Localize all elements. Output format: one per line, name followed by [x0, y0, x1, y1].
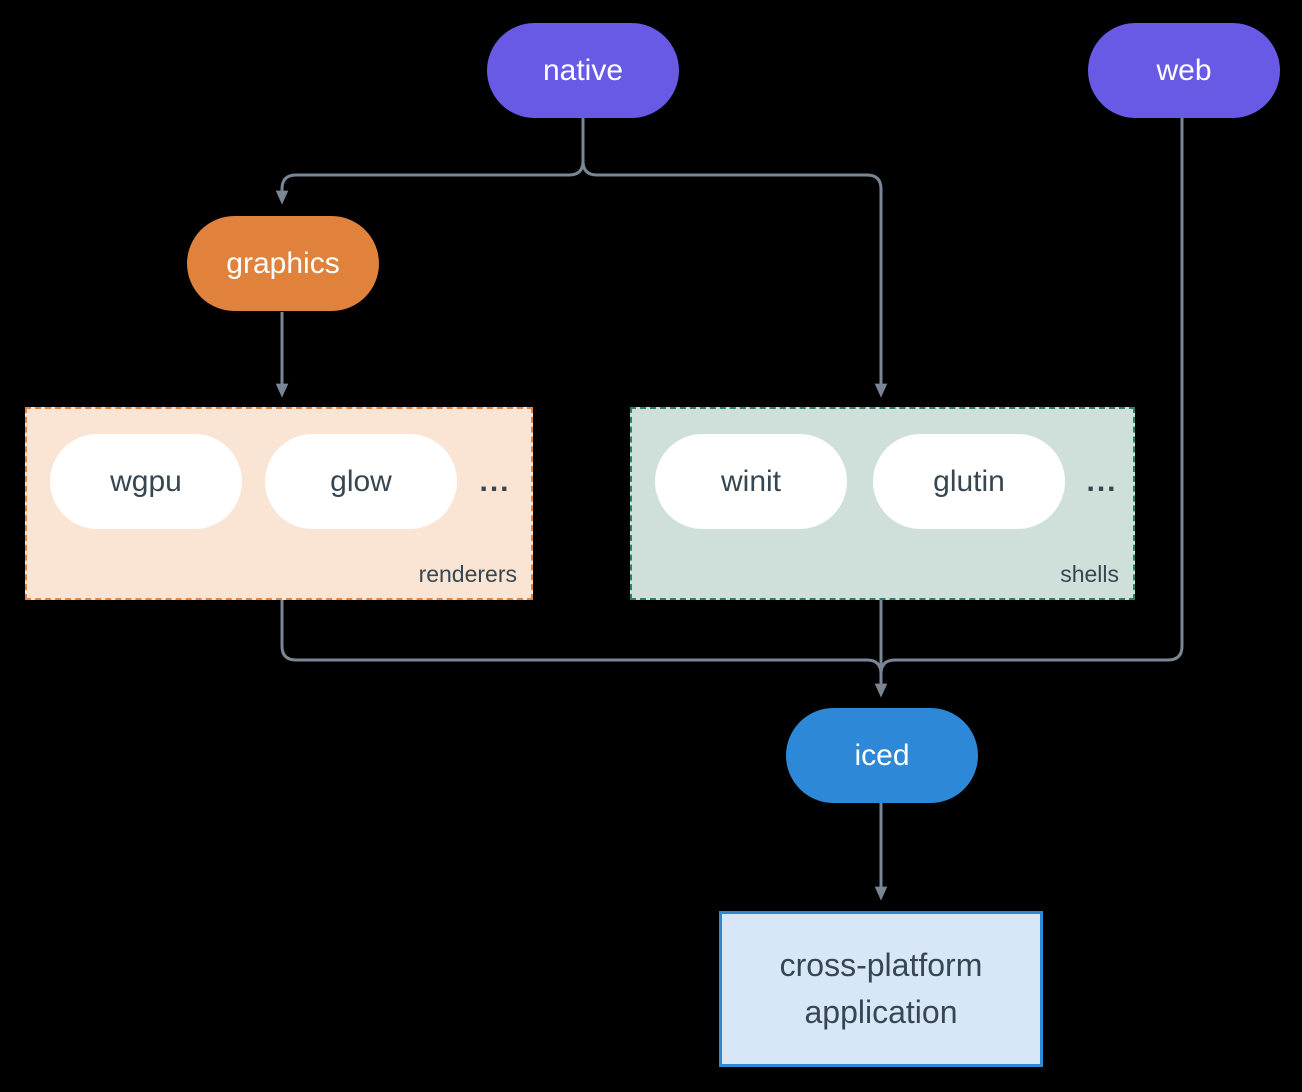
node-glutin: glutin: [873, 434, 1065, 529]
group-shells: winit glutin ... shells: [630, 407, 1135, 600]
shells-ellipsis: ...: [1086, 464, 1118, 498]
node-graphics-label: graphics: [226, 246, 340, 280]
node-iced-label: iced: [854, 738, 910, 772]
edge-native-graphics: [275, 118, 585, 205]
node-wgpu-label: wgpu: [110, 464, 182, 498]
node-graphics: graphics: [187, 216, 379, 311]
node-native: native: [487, 23, 679, 118]
edge-web-iced: [879, 118, 1184, 675]
group-renderers: wgpu glow ... renderers: [25, 407, 533, 600]
node-glow: glow: [265, 434, 457, 529]
node-winit: winit: [655, 434, 847, 529]
node-wgpu: wgpu: [50, 434, 242, 529]
group-shells-label: shells: [1060, 561, 1119, 587]
edge-renderers-iced: [280, 600, 883, 675]
node-cross-platform-application: cross-platform application: [719, 911, 1043, 1067]
renderers-ellipsis: ...: [479, 464, 511, 498]
node-glow-label: glow: [330, 464, 392, 498]
group-renderers-label: renderers: [418, 561, 517, 587]
node-native-label: native: [542, 53, 624, 87]
node-app-label: cross-platform application: [779, 947, 983, 1030]
node-web-label: web: [1156, 53, 1212, 87]
node-iced: iced: [786, 708, 978, 803]
node-web: web: [1088, 23, 1280, 118]
node-winit-label: winit: [720, 464, 781, 498]
node-glutin-label: glutin: [933, 464, 1005, 498]
edge-native-shells: [581, 118, 888, 398]
